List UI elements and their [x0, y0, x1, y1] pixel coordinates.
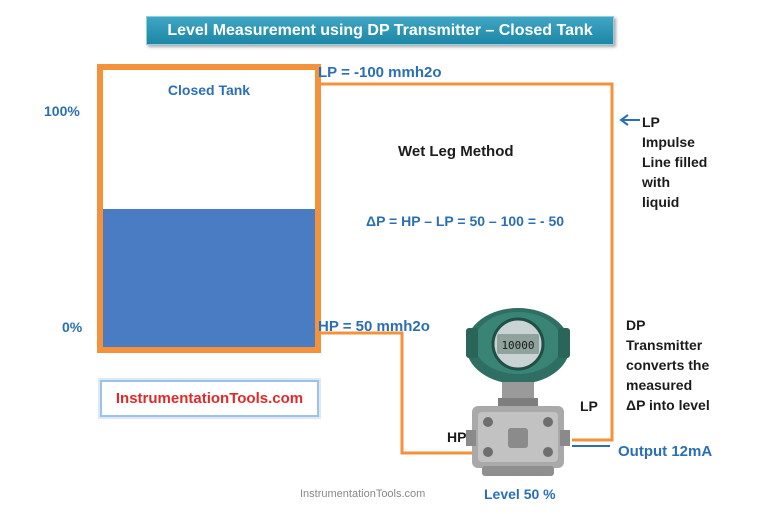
tank-liquid	[103, 208, 315, 347]
dp-note-line: Transmitter	[626, 337, 703, 353]
footer-watermark: InstrumentationTools.com	[300, 488, 426, 500]
lp-note-line: Line filled	[642, 154, 708, 170]
lp-note-line: Impulse	[642, 134, 695, 150]
lp-note-line: LP	[642, 114, 660, 130]
dp-note-line: DP	[626, 317, 646, 333]
dp-transmitter-icon: 10000	[466, 308, 570, 476]
output-label: Output 12mA	[618, 443, 713, 460]
lp-note: LP Impulse Line filled with liquid	[642, 112, 707, 212]
dp-note-line: measured	[626, 377, 693, 393]
lp-port-label: LP	[580, 398, 598, 414]
hp-port-label: HP	[447, 429, 467, 445]
scale-100-label: 100%	[44, 103, 80, 119]
method-label: Wet Leg Method	[398, 143, 514, 160]
dp-equation: ΔP = HP – LP = 50 – 100 = - 50	[366, 213, 565, 229]
tank-label: Closed Tank	[167, 82, 251, 98]
lp-impulse-line	[315, 82, 614, 442]
lp-note-line: liquid	[642, 194, 680, 210]
page-title: Level Measurement using DP Transmitter –…	[146, 16, 614, 45]
lp-note-line: with	[642, 174, 670, 190]
level-readout: Level 50 %	[484, 486, 556, 502]
dp-note: DP Transmitter converts the measured ΔP …	[626, 315, 710, 415]
lp-pressure-label: LP = -100 mmh2o	[318, 64, 442, 81]
closed-tank: Closed Tank	[97, 64, 321, 353]
site-logo-box: InstrumentationTools.com	[100, 380, 319, 417]
lp-arrow-icon	[619, 114, 640, 126]
dp-note-line: converts the	[626, 357, 710, 373]
scale-0-label: 0%	[62, 319, 83, 335]
dp-note-line: ΔP into level	[626, 397, 710, 413]
hp-pressure-label: HP = 50 mmh2o	[318, 318, 430, 335]
hp-impulse-line	[315, 331, 472, 455]
transmitter-display: 10000	[501, 339, 534, 352]
